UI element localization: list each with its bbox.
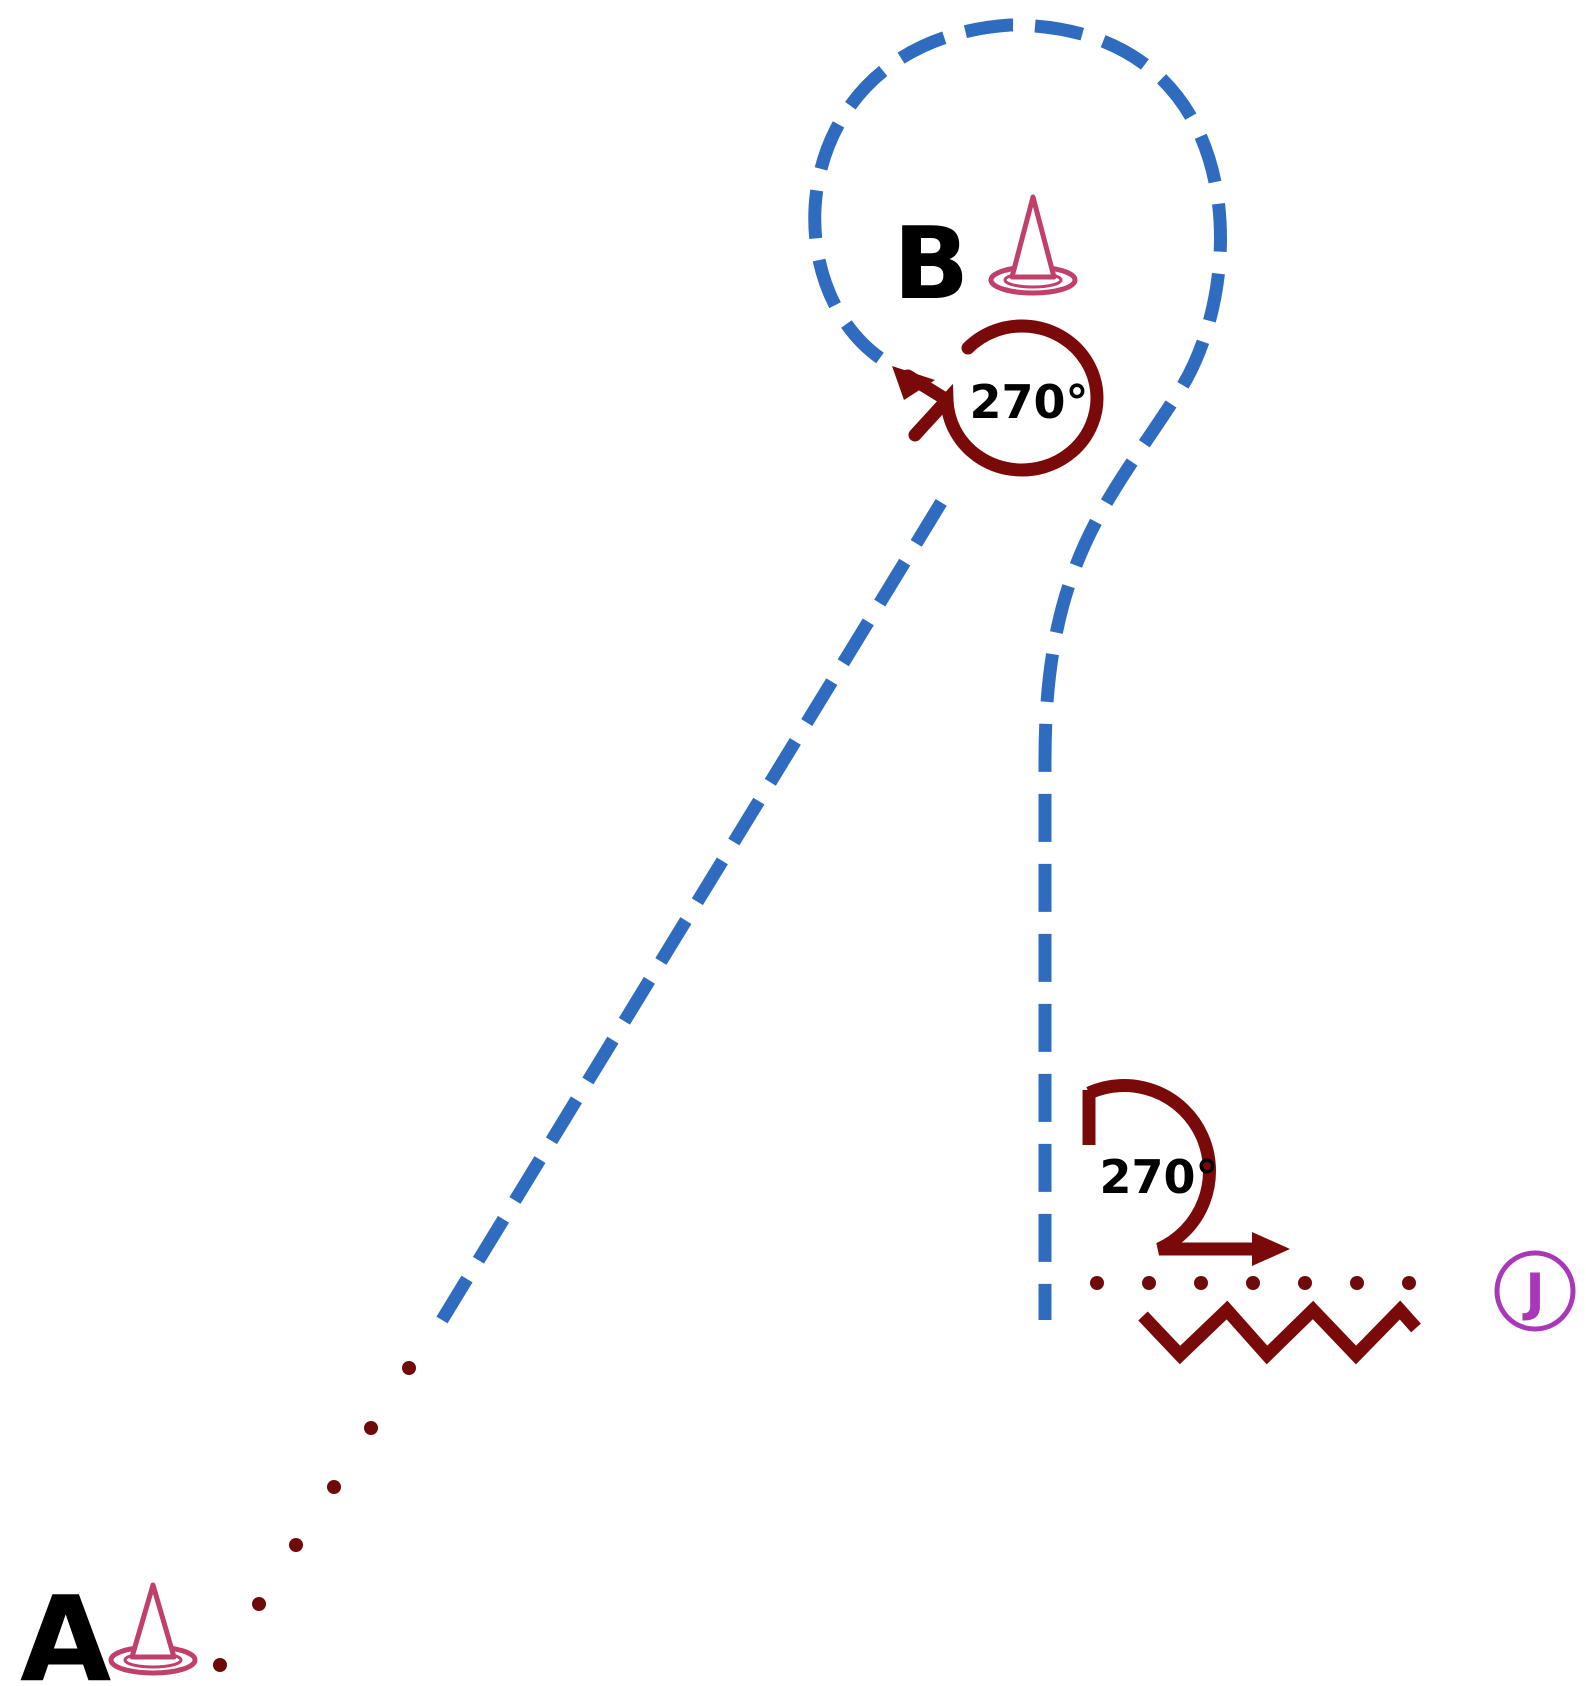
exit-dot (1350, 1276, 1364, 1290)
approach-dot (402, 1361, 416, 1375)
exit-dot (1194, 1276, 1208, 1290)
circled-letter-icon (1494, 1250, 1576, 1332)
turn-angle-bottom: 270° (1099, 1150, 1218, 1204)
exit-dot (1402, 1276, 1416, 1290)
exit-dot (1298, 1276, 1312, 1290)
cone-icon (988, 194, 1078, 296)
start-point-label: A (20, 1570, 111, 1686)
exit-dot (1246, 1276, 1260, 1290)
route-leg-a-to-b (436, 484, 956, 1324)
approach-dot (213, 1658, 227, 1672)
approach-dot (327, 1480, 341, 1494)
exit-dots (1090, 1276, 1416, 1290)
approach-dot (364, 1421, 378, 1435)
approach-dot (252, 1597, 266, 1611)
exit-dot (1090, 1276, 1104, 1290)
zigzag-icon (1138, 1300, 1421, 1365)
route-loop-around-b (808, 18, 1227, 1320)
apex-point-label: B (893, 205, 969, 322)
rotation-arrow-icon (1082, 1079, 1290, 1266)
approach-dots (213, 1361, 416, 1672)
turn-angle-top: 270° (969, 375, 1088, 429)
approach-dot (289, 1538, 303, 1552)
rotation-arrow-icon (892, 319, 1104, 477)
exit-dot (1142, 1276, 1156, 1290)
end-point-label: J (1522, 1263, 1544, 1323)
cone-icon (108, 1582, 198, 1676)
